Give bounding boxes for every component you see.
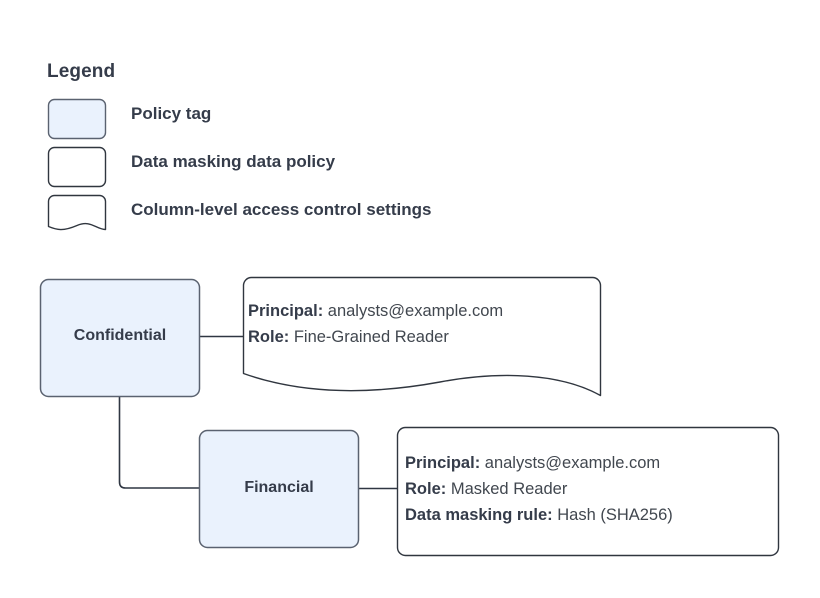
callout-line: Role: Masked Reader xyxy=(405,476,673,502)
callout-financial-shape[interactable] xyxy=(396,426,780,557)
callout-line-value: analysts@example.com xyxy=(480,454,661,472)
callout-line-value: Masked Reader xyxy=(446,480,568,498)
callout-line-key: Principal: xyxy=(405,454,481,472)
callout-line-key: Principal: xyxy=(248,302,324,320)
node-label-financial: Financial xyxy=(244,479,314,496)
callout-line-key: Data masking rule: xyxy=(405,506,553,524)
legend-item-label-policy-tag: Policy tag xyxy=(131,104,212,123)
callout-line: Role: Fine-Grained Reader xyxy=(248,324,503,350)
connector-confidential-to-financial xyxy=(118,397,199,489)
callout-line: Principal: analysts@example.com xyxy=(248,298,503,324)
node-financial[interactable] xyxy=(198,429,360,549)
callout-line-value: Hash (SHA256) xyxy=(552,506,673,524)
node-label-confidential: Confidential xyxy=(73,327,167,344)
callout-line: Principal: analysts@example.com xyxy=(405,450,673,476)
callout-line-key: Role: xyxy=(248,328,290,346)
callout-financial-text: Principal: analysts@example.com Role: Ma… xyxy=(405,450,673,528)
legend-item-label-column-access-settings: Column-level access control settings xyxy=(131,200,432,219)
callout-confidential-text: Principal: analysts@example.com Role: Fi… xyxy=(248,298,503,350)
legend-item-label-data-masking-policy: Data masking data policy xyxy=(131,152,336,171)
legend-swatch-data-masking-policy xyxy=(47,146,107,188)
node-confidential[interactable] xyxy=(39,278,201,398)
legend-swatch-column-access-settings xyxy=(47,194,107,231)
legend-swatch-policy-tag xyxy=(47,98,107,140)
callout-line-key: Role: xyxy=(405,480,447,498)
callout-line-value: Fine-Grained Reader xyxy=(289,328,449,346)
callout-confidential-shape[interactable] xyxy=(242,276,602,397)
legend-title: Legend xyxy=(47,61,116,82)
callout-line: Data masking rule: Hash (SHA256) xyxy=(405,502,673,528)
callout-line-value: analysts@example.com xyxy=(323,302,504,320)
